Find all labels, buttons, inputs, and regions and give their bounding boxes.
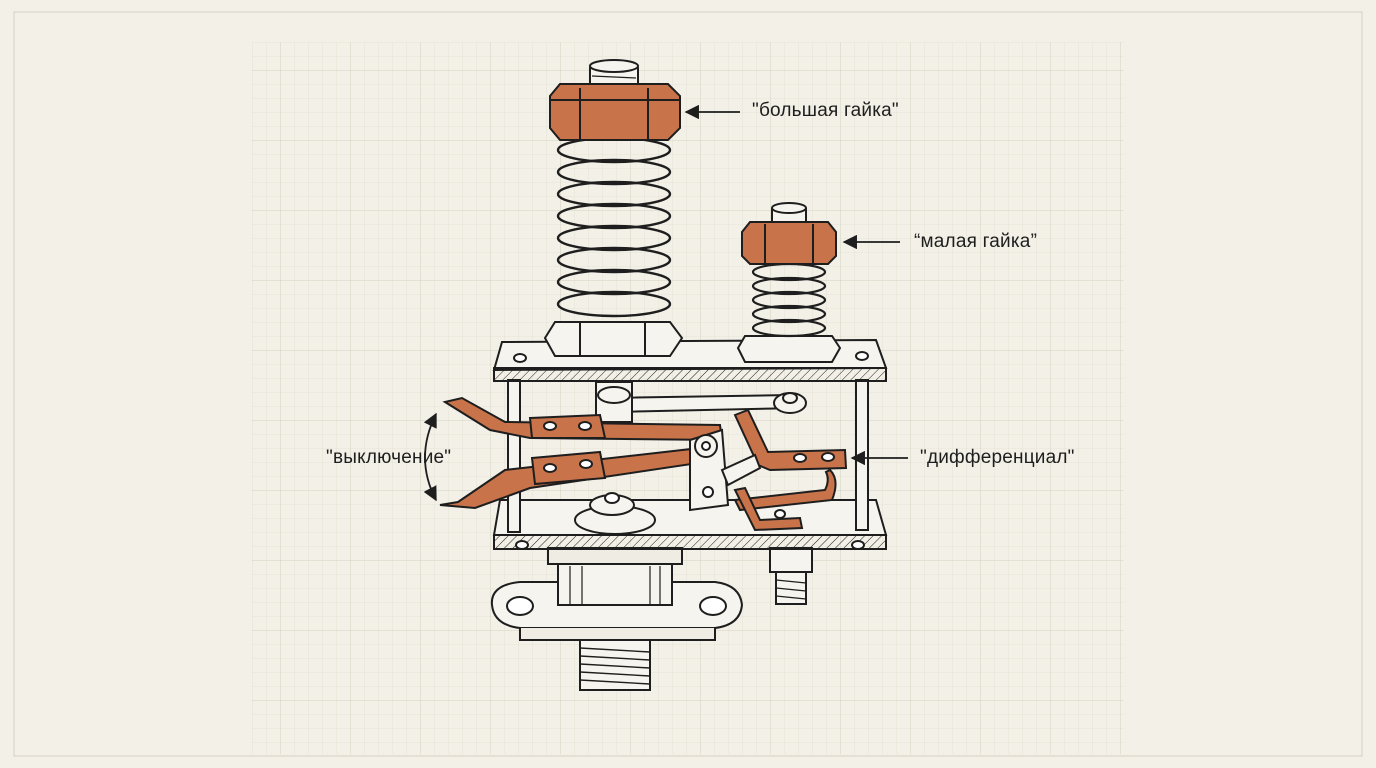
big-nut [549,59,681,141]
big-spring [543,136,684,357]
actuator-disc [574,492,656,535]
mounting-flange [490,547,744,641]
small-nut-label: “малая гайка” [914,231,1038,252]
contact-lever-upper [442,396,724,442]
small-nut [741,202,837,265]
pivot-bracket [689,428,762,512]
small-spring [736,262,842,363]
shutoff-label: "выключение" [326,447,452,468]
big-nut-label: "большая гайка" [752,100,899,121]
differential-lever [595,381,807,423]
page-frame [13,11,1363,757]
threaded-inlet [579,639,651,691]
callout-arrows [423,104,908,502]
differential-label: "дифференциал" [920,447,1075,468]
terminal-stud [769,547,813,605]
shutoff-arc-arrow [423,412,437,502]
differential-spring-arm [733,408,848,532]
